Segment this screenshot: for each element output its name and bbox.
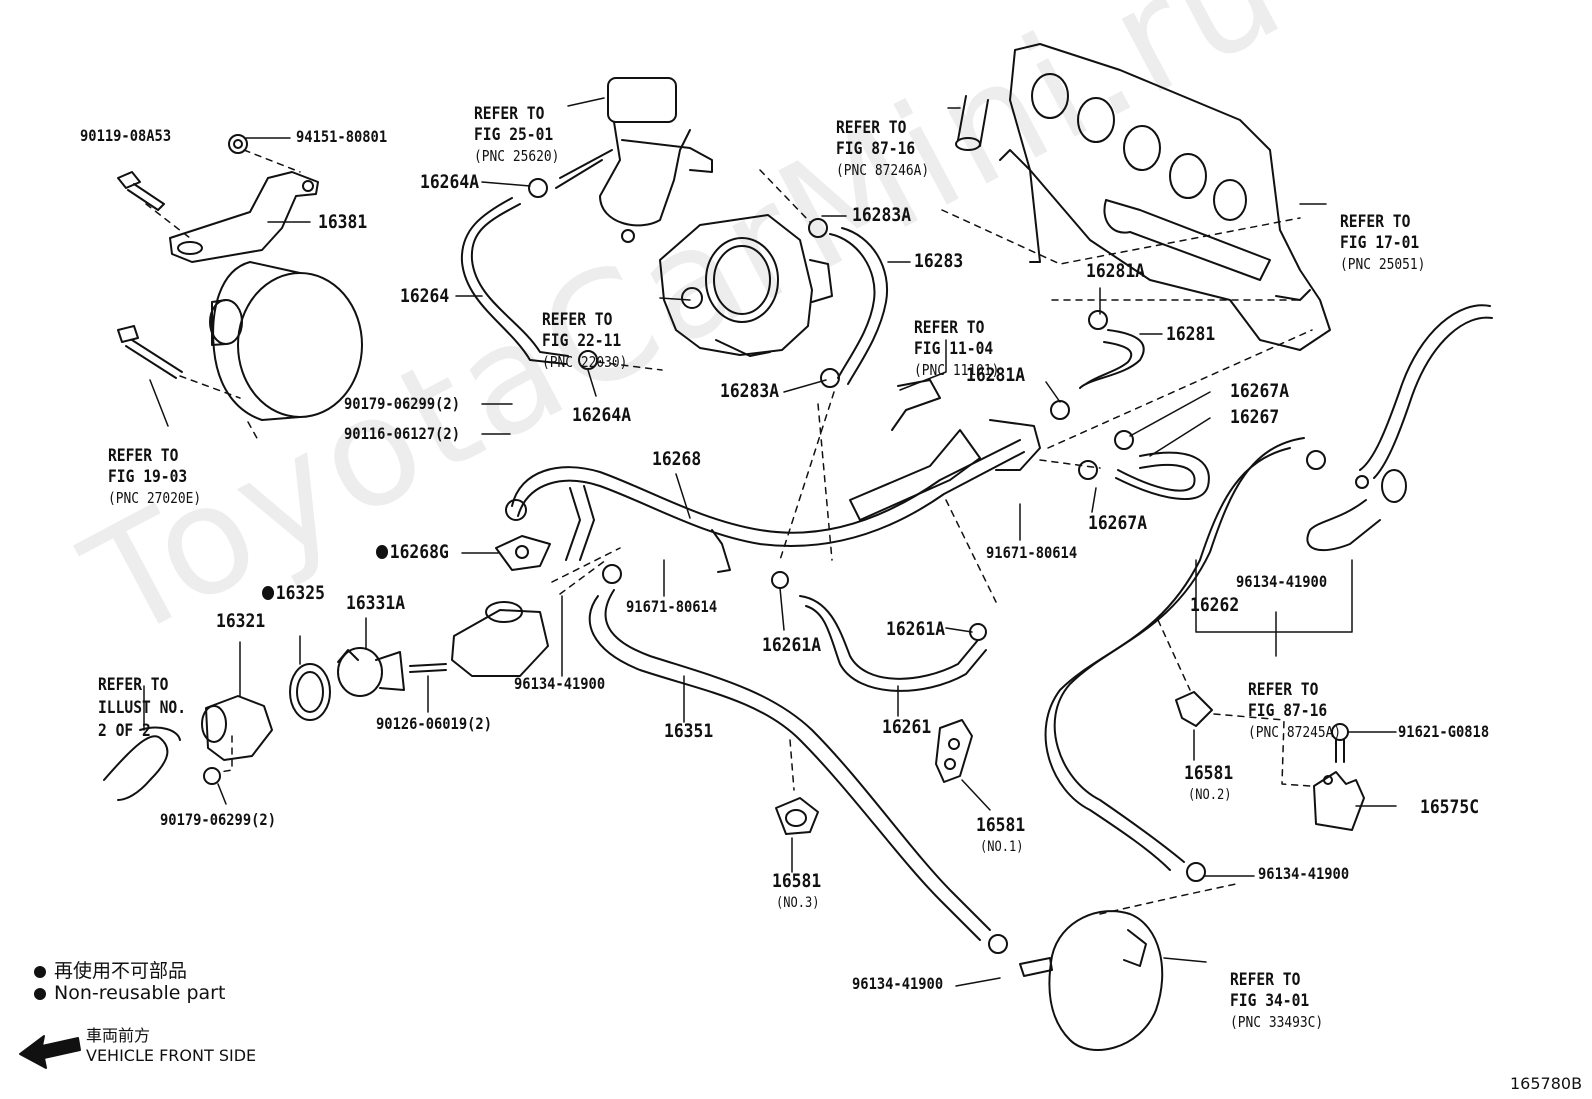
part-label-16325[interactable]: 16325: [262, 584, 325, 603]
part-label-16575c[interactable]: 16575C: [1420, 796, 1480, 818]
part-label-16262[interactable]: 16262: [1190, 594, 1240, 616]
gasket-16268g-drawing: [495, 535, 551, 571]
part-label-16581-no3[interactable]: 16581: [772, 870, 822, 892]
part-note-no3: (NO.3): [776, 895, 820, 911]
part-label-16267[interactable]: 16267: [1230, 406, 1280, 428]
part-label-94151-80801[interactable]: 94151-80801: [296, 127, 388, 146]
pipe-16268-drawing: [505, 419, 1041, 573]
part-label-16283a-top[interactable]: 16283A: [852, 204, 912, 226]
part-label-90119-08a53[interactable]: 90119-08A53: [80, 126, 172, 145]
vehicle-front-arrow: [19, 1035, 81, 1069]
legend-bullet: [34, 987, 46, 1000]
part-label-90126-06019[interactable]: 90126-06019(2): [376, 714, 492, 733]
outlet-16321-drawing: [201, 695, 273, 761]
part-label-91621-g0818[interactable]: 91621-G0818: [1398, 722, 1490, 741]
hose-16267-drawing: [1115, 451, 1210, 500]
legend-jp: 再使用不可部品: [34, 956, 187, 983]
part-label-91671-80614-right[interactable]: 91671-80614: [986, 543, 1078, 562]
legend-en: Non-reusable part: [34, 982, 225, 1004]
hose-ref-illust-drawing: [103, 735, 169, 801]
part-label-16261[interactable]: 16261: [882, 716, 932, 738]
hose-16281-drawing: [1079, 329, 1145, 389]
water-pump-drawing: [209, 261, 363, 421]
part-label-96134-41900-right[interactable]: 96134-41900: [1236, 572, 1328, 591]
hose-16264-drawing: [470, 203, 569, 357]
part-label-90179-06299-top[interactable]: 90179-06299(2): [344, 394, 460, 413]
part-label-16281a-bottom[interactable]: 16281A: [966, 364, 1026, 386]
part-label-90116-06127[interactable]: 90116-06127(2): [344, 424, 460, 443]
hose-87246a-drawing: [955, 95, 989, 151]
part-label-16331a[interactable]: 16331A: [346, 592, 406, 614]
bolt-pump-drawing: [117, 325, 183, 379]
part-label-16581-no2[interactable]: 16581: [1184, 762, 1234, 784]
non-reusable-marker: [376, 545, 389, 559]
part-label-16267a-bottom[interactable]: 16267A: [1088, 512, 1148, 534]
part-note-no1: (NO.1): [980, 839, 1024, 855]
throttle-body-drawing: [659, 214, 833, 357]
part-label-16264a-bottom[interactable]: 16264A: [572, 404, 632, 426]
part-label-16381[interactable]: 16381: [318, 211, 368, 233]
bolt-90119-drawing: [117, 171, 165, 211]
hose-16261-drawing: [799, 595, 979, 680]
front-label-jp: 車両前方: [86, 1026, 151, 1045]
part-label-16281a-top[interactable]: 16281A: [1086, 260, 1146, 282]
part-label-96134-41900-left[interactable]: 96134-41900: [514, 674, 606, 693]
part-label-16261a-left[interactable]: 16261A: [762, 634, 822, 656]
bracket-16381-drawing: [169, 171, 319, 263]
gasket-16325-drawing: [289, 663, 331, 721]
part-label-91671-80614-mid[interactable]: 91671-80614: [626, 597, 718, 616]
hose-16262-drawing: [1044, 447, 1291, 871]
thermostat-16331a-drawing: [337, 647, 405, 697]
part-label-16581-no1[interactable]: 16581: [976, 814, 1026, 836]
legend-bullet: [34, 965, 46, 978]
part-label-90179-06299-bottom[interactable]: 90179-06299(2): [160, 810, 276, 829]
part-label-16283[interactable]: 16283: [914, 250, 964, 272]
part-label-16351[interactable]: 16351: [664, 720, 714, 742]
part-label-16267a-top[interactable]: 16267A: [1230, 380, 1290, 402]
isc-valve-drawing: [555, 77, 713, 243]
hose-16283-drawing: [829, 233, 876, 379]
heater-unit-drawing: [1019, 910, 1164, 1051]
non-reusable-marker: [262, 586, 275, 600]
bracket-16575c-drawing: [1313, 771, 1365, 831]
part-label-16268[interactable]: 16268: [652, 448, 702, 470]
part-label-16264a-top[interactable]: 16264A: [420, 171, 480, 193]
stud-90126-drawing: [409, 663, 447, 673]
water-inlet-drawing: [451, 601, 549, 677]
clamp-16581-no1-drawing: [935, 719, 973, 783]
part-label-16321[interactable]: 16321: [216, 610, 266, 632]
part-label-16268g[interactable]: 16268G: [376, 543, 449, 562]
part-label-16261a-right[interactable]: 16261A: [886, 618, 946, 640]
cylinder-head-drawing: [1009, 43, 1331, 351]
hose-16351-drawing: [588, 595, 981, 941]
part-label-16283a-bottom[interactable]: 16283A: [720, 380, 780, 402]
part-note-no2: (NO.2): [1188, 787, 1232, 803]
clamp-16581-no2-drawing: [1175, 691, 1213, 727]
diagram-id: 165780B: [1510, 1074, 1583, 1093]
nut-94151-drawing: [228, 134, 248, 154]
front-label-en: VEHICLE FRONT SIDE: [86, 1046, 257, 1065]
part-label-16281[interactable]: 16281: [1166, 323, 1216, 345]
clamp-16581-no3-drawing: [775, 797, 819, 835]
part-label-16264[interactable]: 16264: [400, 285, 450, 307]
part-label-96134-41900-bottom[interactable]: 96134-41900: [852, 974, 944, 993]
part-label-96134-41900-lowright[interactable]: 96134-41900: [1258, 864, 1350, 883]
